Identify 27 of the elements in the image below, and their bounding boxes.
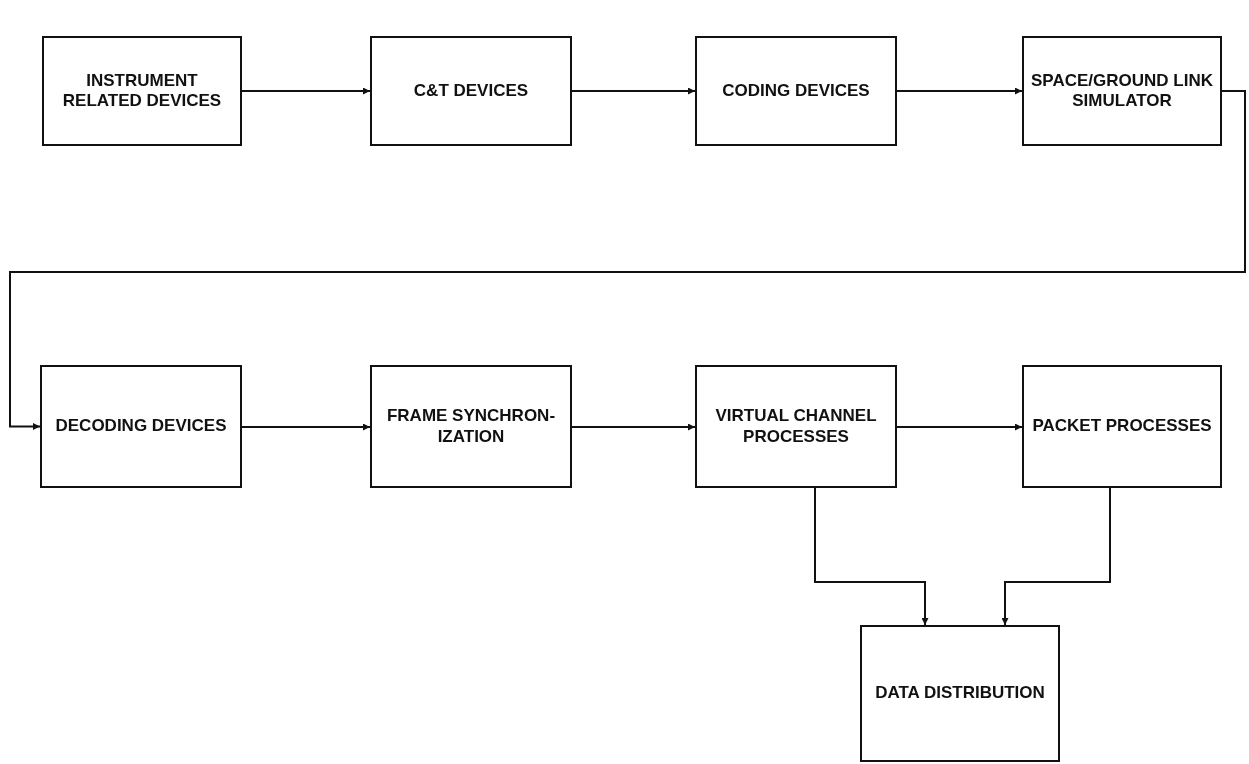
arrow: [896, 423, 1023, 431]
process-box: [40, 365, 242, 488]
arrow: [571, 423, 696, 431]
process-box: [370, 36, 572, 146]
process-box: [1022, 36, 1222, 146]
arrow: [571, 87, 696, 95]
box-label: DATA DISTRIBUTION: [875, 683, 1045, 704]
arrow: [241, 423, 371, 431]
arrow: [241, 87, 371, 95]
process-box: [695, 365, 897, 488]
process-box: [695, 36, 897, 146]
process-box: [1022, 365, 1222, 488]
process-box: [370, 365, 572, 488]
process-box: [42, 36, 242, 146]
arrow: [9, 90, 1246, 430]
arrow: [1001, 487, 1111, 626]
box-label: DECODING DEVICES: [55, 416, 227, 437]
box-label: CODING DEVICES: [722, 80, 870, 102]
box-label: FRAME SYNCHRON- IZATION: [385, 406, 557, 447]
box-label: C&T DEVICES: [413, 80, 529, 102]
box-label: PACKET PROCESSES: [1032, 416, 1212, 437]
process-box: [860, 625, 1060, 762]
arrow: [814, 487, 929, 626]
box-label: INSTRUMENT RELATED DEVICES: [61, 70, 223, 112]
arrow: [896, 87, 1023, 95]
box-label: VIRTUAL CHANNEL PROCESSES: [714, 406, 878, 447]
box-label: SPACE/GROUND LINK SIMULATOR: [1030, 70, 1214, 112]
